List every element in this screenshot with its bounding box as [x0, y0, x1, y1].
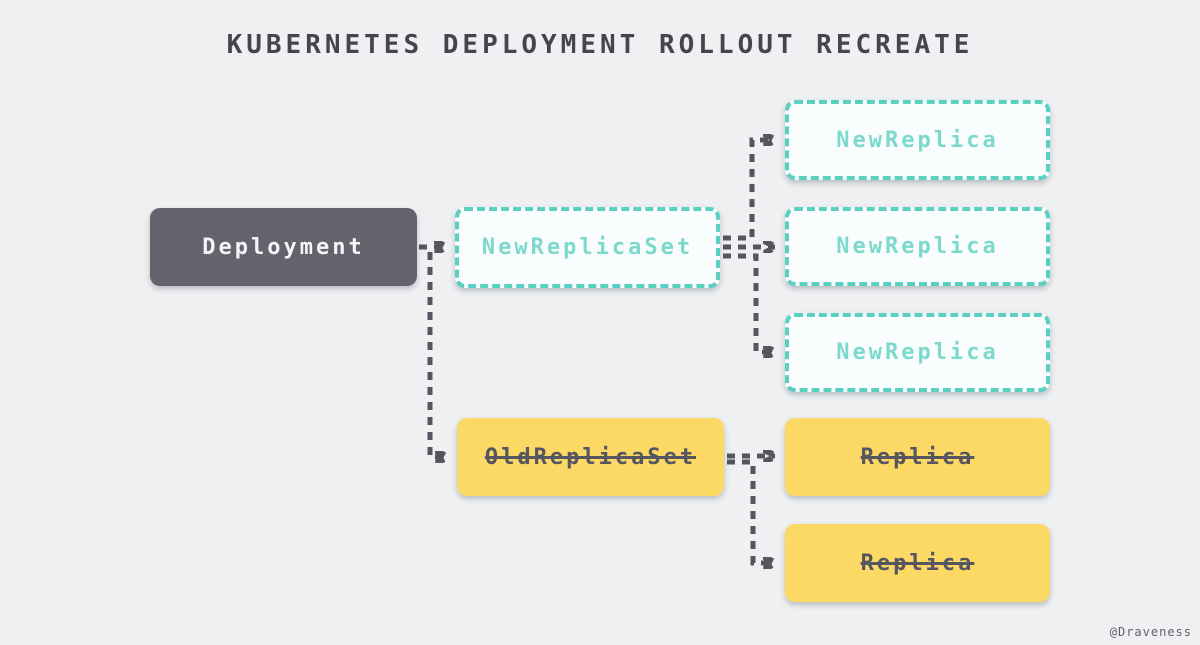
node-old-replica-set-label: OldReplicaSet [484, 444, 697, 470]
node-new-replica-2: NewReplica [785, 207, 1050, 286]
arrow-newreplicaset-to-newreplica-3 [723, 253, 775, 352]
arrow-newreplicaset-to-newreplica-1 [723, 140, 775, 241]
diagram-title: KUBERNETES DEPLOYMENT ROLLOUT RECREATE [226, 30, 974, 60]
arrow-deployment-to-oldreplicaset [427, 252, 447, 457]
node-new-replica-1: NewReplica [785, 100, 1050, 180]
node-deployment: Deployment [150, 208, 417, 286]
node-replica-1: Replica [785, 418, 1050, 496]
node-new-replica-set: NewReplicaSet [455, 207, 720, 288]
node-new-replica-set-label: NewReplicaSet [481, 235, 694, 260]
node-replica-1-label: Replica [860, 444, 975, 470]
node-new-replica-3: NewReplica [785, 313, 1050, 392]
node-new-replica-3-label: NewReplica [836, 340, 999, 365]
node-replica-2-label: Replica [860, 550, 975, 576]
node-new-replica-2-label: NewReplica [836, 234, 999, 259]
node-new-replica-1-label: NewReplica [836, 127, 999, 153]
node-deployment-label: Deployment [202, 234, 365, 260]
watermark: @Draveness [1109, 625, 1192, 639]
node-replica-2: Replica [785, 524, 1050, 602]
node-old-replica-set: OldReplicaSet [457, 418, 724, 496]
arrow-oldreplicaset-to-replica-2 [727, 459, 775, 563]
